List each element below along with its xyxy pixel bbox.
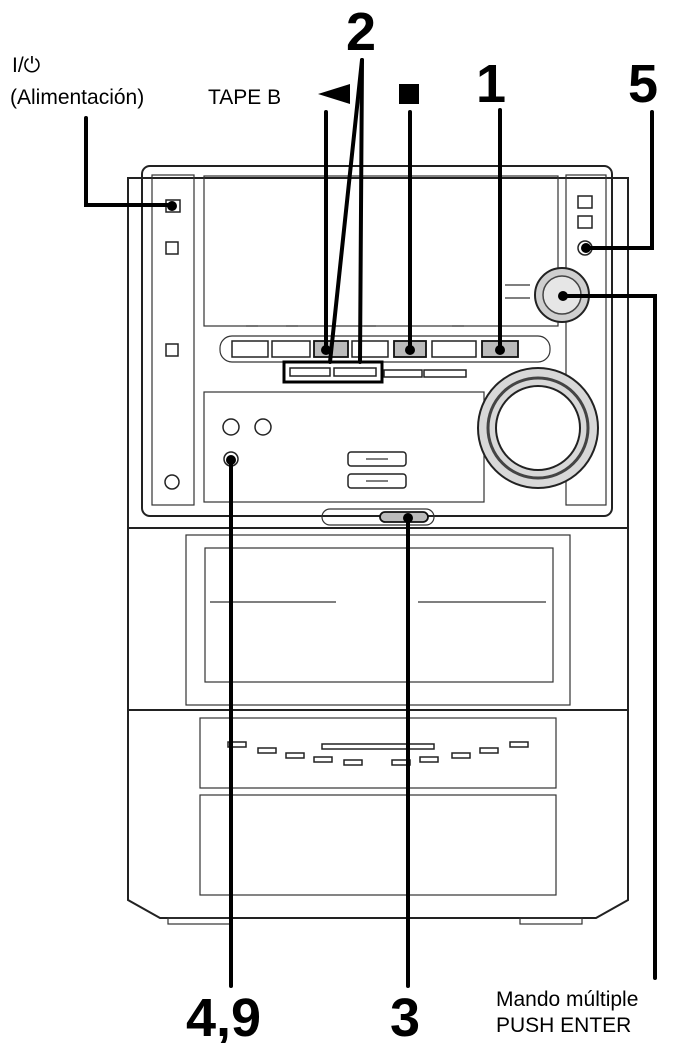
num-2-leader-a	[328, 58, 364, 364]
side-indicator	[164, 474, 180, 490]
play-reverse-icon	[318, 84, 350, 104]
right-rail	[565, 174, 607, 506]
cd-tray	[204, 547, 554, 683]
num-2-leader-b	[358, 58, 364, 364]
side-button[interactable]	[577, 195, 593, 209]
push-enter-label: PUSH ENTER	[496, 1014, 631, 1037]
power-symbol-label: I/⏻	[12, 54, 41, 77]
stereo-unit	[127, 165, 629, 925]
deck-button[interactable]	[231, 340, 269, 358]
num-5-leader	[584, 110, 654, 250]
tape-button[interactable]	[383, 369, 423, 378]
callout-4-9: 4,9	[186, 988, 261, 1043]
callout-3: 3	[390, 988, 420, 1043]
top-section	[141, 165, 613, 517]
callout-2: 2	[346, 2, 376, 62]
multi-control-label: Mando múltiple	[496, 988, 638, 1011]
tape-button[interactable]	[333, 367, 377, 377]
deck-button-strip	[219, 335, 551, 363]
leader-lines	[84, 58, 657, 988]
side-indicator	[165, 343, 179, 357]
group-2-highlight	[282, 360, 384, 384]
unit-body	[127, 177, 629, 919]
tape-b-label: TAPE B	[208, 86, 281, 109]
volume-knob[interactable]	[477, 367, 599, 489]
deck-button[interactable]	[351, 340, 389, 358]
foot	[519, 917, 583, 925]
tape-button[interactable]	[423, 369, 467, 378]
tape-indicators	[227, 741, 529, 766]
eject-tab-bar	[321, 508, 435, 526]
tape-display	[199, 717, 557, 789]
display-window	[203, 175, 559, 327]
tape-button[interactable]	[289, 367, 331, 377]
power-label: (Alimentación)	[10, 86, 144, 109]
tape-deck	[199, 794, 557, 896]
deck-button[interactable]	[271, 340, 311, 358]
side-button[interactable]	[577, 215, 593, 229]
power-leader	[84, 116, 174, 207]
deck-button[interactable]	[431, 340, 477, 358]
left-rail	[151, 174, 195, 506]
callout-1: 1	[476, 54, 506, 114]
jack[interactable]	[254, 418, 272, 436]
lower-panel	[203, 391, 485, 503]
callout-5: 5	[628, 54, 658, 114]
side-indicator	[165, 241, 179, 255]
jack[interactable]	[222, 418, 240, 436]
cd-section	[185, 534, 571, 706]
stop-icon	[399, 84, 419, 104]
multi-control-leader	[561, 294, 657, 980]
